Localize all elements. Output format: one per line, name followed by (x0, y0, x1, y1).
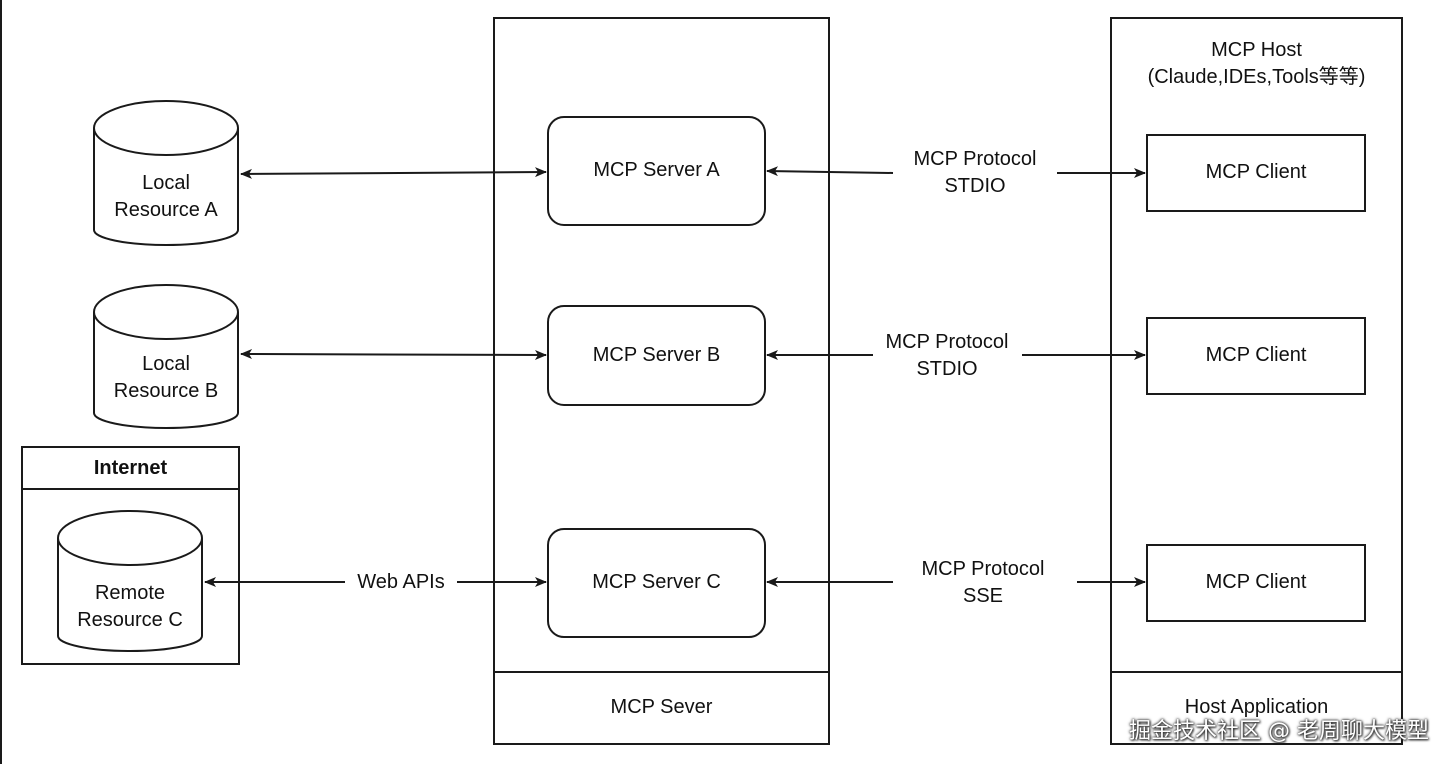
mcp-server-footer-label: MCP Sever (610, 696, 713, 718)
mcp-client-b-box (1146, 317, 1366, 395)
mcp-host-title-line1: MCP Host (1211, 39, 1302, 61)
mcp-server-c-label: MCP Server C (592, 571, 721, 593)
local-resource-b-cylinder (93, 284, 239, 429)
mcp-client-b-label: MCP Client (1205, 344, 1307, 366)
protocol-c-label: MCP Protocol SSE (901, 556, 1065, 610)
remote-resource-c-label: Remote Resource C (58, 580, 202, 634)
protocol-c-line2: SSE (962, 585, 1004, 607)
local-resource-a-line2: Resource A (114, 199, 218, 221)
local-resource-a-label: Local Resource A (94, 170, 238, 224)
mcp-server-container (493, 17, 830, 745)
local-resource-a-line1: Local (142, 172, 190, 194)
protocol-a-line2: STDIO (944, 175, 1006, 197)
left-frame-edge (0, 0, 2, 764)
host-application-footer-label: Host Application (1184, 696, 1329, 718)
local-resource-b-label: Local Resource B (94, 351, 238, 405)
protocol-b-line2: STDIO (916, 358, 978, 380)
mcp-server-b-box (547, 305, 766, 406)
mcp-server-c-box (547, 528, 766, 638)
watermark-text: 掘金技术社区 @ 老周聊大模型 (1129, 719, 1429, 744)
mcp-client-a-box (1146, 134, 1366, 212)
protocol-b-label: MCP Protocol STDIO (865, 329, 1029, 383)
host-application-container (1110, 17, 1403, 745)
protocol-a-label: MCP Protocol STDIO (893, 146, 1057, 200)
mcp-server-a-label: MCP Server A (593, 159, 720, 181)
internet-title: Internet (93, 457, 168, 479)
mcp-server-a-box (547, 116, 766, 226)
protocol-a-left-arrow (766, 166, 894, 177)
mcp-host-title-line2: (Claude,IDEs,Tools等等) (1147, 66, 1366, 88)
mcp-client-a-label: MCP Client (1205, 161, 1307, 183)
remote-resource-c-line1: Remote (94, 582, 166, 604)
mcp-client-c-box (1146, 544, 1366, 622)
mcp-server-b-label: MCP Server B (592, 344, 721, 366)
internet-container (21, 446, 240, 665)
protocol-c-line1: MCP Protocol (921, 558, 1045, 580)
remote-resource-c-line2: Resource C (77, 609, 183, 631)
protocol-a-line1: MCP Protocol (913, 148, 1037, 170)
mcp-client-c-label: MCP Client (1205, 571, 1307, 593)
local-resource-a-cylinder (93, 100, 239, 246)
local-a-to-server-a-arrow (240, 167, 547, 179)
local-b-to-server-b-arrow (240, 349, 547, 360)
remote-resource-c-cylinder (57, 510, 203, 652)
local-resource-b-line2: Resource B (113, 380, 219, 402)
protocol-b-line1: MCP Protocol (885, 331, 1009, 353)
local-resource-b-line1: Local (142, 353, 190, 375)
web-apis-label: Web APIs (357, 571, 445, 593)
mcp-host-title: MCP Host (Claude,IDEs,Tools等等) (1111, 37, 1402, 91)
